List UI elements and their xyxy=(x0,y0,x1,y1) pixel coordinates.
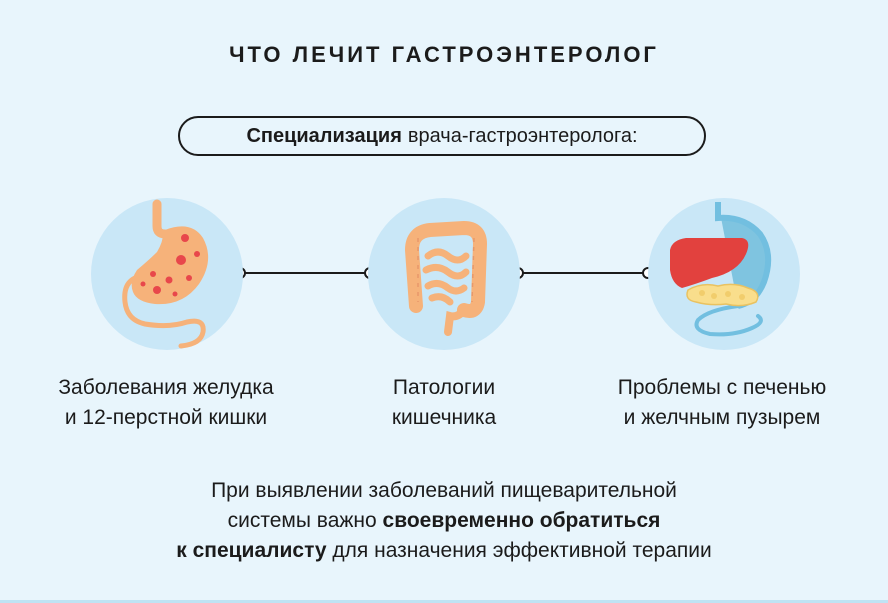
footer-line-2: системы важно своевременно обратиться xyxy=(0,506,888,536)
intestine-icon xyxy=(405,221,487,336)
footer-line-1: При выявлении заболеваний пищеварительно… xyxy=(211,479,677,502)
subtitle-bold: Специализация xyxy=(246,124,402,147)
subtitle-rest: врача-гастроэнтеролога: xyxy=(407,124,638,147)
liver-circle xyxy=(648,198,800,350)
footer-bold: к специалисту xyxy=(176,539,327,562)
stomach-circle xyxy=(91,198,243,350)
intestine-circle xyxy=(368,198,520,350)
item-label-line: и желчным пузырем xyxy=(623,406,821,429)
specialization-pill: Специализация врача-гастроэнтеролога: xyxy=(178,116,706,156)
item-label-line: Проблемы с печенью xyxy=(617,376,827,399)
item-label-line: кишечника xyxy=(391,406,497,429)
footer-bold: своевременно обратиться xyxy=(382,509,661,532)
item-label-line: Патологии xyxy=(392,376,496,399)
footer-line-3: к специалисту для назначения эффективной… xyxy=(0,536,888,566)
item-label-stomach: Заболевания желудка и 12-перстной кишки xyxy=(16,373,316,433)
footer-plain: системы важно xyxy=(227,509,377,532)
item-label-liver: Проблемы с печенью и желчным пузырем xyxy=(572,373,872,433)
item-label-line: и 12-перстной кишки xyxy=(64,406,268,429)
item-label-line: Заболевания желудка xyxy=(58,376,274,399)
item-label-intestine: Патологии кишечника xyxy=(294,373,594,433)
bottom-divider xyxy=(0,600,888,603)
footer-text: При выявлении заболеваний пищеварительно… xyxy=(0,476,888,566)
footer-plain: для назначения эффективной терапии xyxy=(332,539,712,562)
liver-icon xyxy=(670,202,772,337)
stomach-icon xyxy=(122,199,209,349)
page-title: ЧТО ЛЕЧИТ ГАСТРОЭНТЕРОЛОГ xyxy=(229,42,659,67)
